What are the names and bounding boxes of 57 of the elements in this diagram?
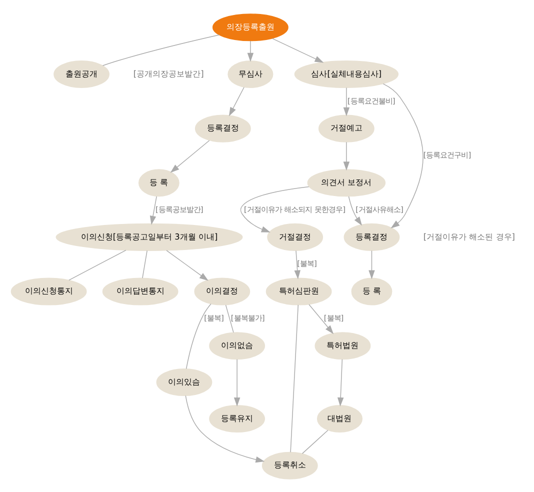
node-ellipse: 무심사: [228, 60, 274, 88]
arrow: [308, 304, 334, 334]
arrow: [247, 40, 254, 62]
edge-label: [등록요건구비]: [423, 150, 472, 160]
arrow: [228, 86, 244, 116]
arrow: [272, 38, 324, 62]
node-ellipse: 출원공개: [54, 60, 110, 88]
node-ellipse: 특허법원: [314, 332, 371, 360]
edge-label: [불복불가]: [230, 313, 265, 322]
edge-label: [거절사유해소]: [356, 204, 404, 214]
node-ellipse: 이의신청통지: [10, 277, 87, 305]
node-ellipse: 거절결정: [267, 222, 324, 250]
connector: [302, 429, 328, 454]
node-ellipse: 등록결정: [344, 222, 400, 250]
arrow: [348, 196, 362, 226]
edge-label: [불복]: [324, 313, 344, 322]
connector: [102, 34, 220, 66]
edge-label: [등록요건불비]: [347, 96, 396, 105]
node-ellipse: 이의답변통지: [102, 277, 178, 305]
arrow: [337, 358, 344, 406]
edge-label: [불복]: [204, 313, 224, 322]
node-ellipse: 등록취소: [262, 451, 318, 479]
node-ellipse: 대법원: [316, 404, 363, 432]
node-ellipse: 거절예고: [318, 114, 374, 142]
edge-label: [거절이유가 해소되지 못한경우]: [244, 204, 346, 214]
arrow: [150, 196, 157, 224]
arrow: [294, 250, 300, 279]
label: [거절이유가 해소된 경우]: [423, 230, 515, 241]
node-ellipse: 등 록: [351, 277, 392, 305]
arrow: [343, 86, 350, 116]
connector: [186, 303, 212, 369]
node-ellipse: 이의있슴: [156, 368, 212, 396]
node-ellipse: 특허심판원: [266, 277, 332, 305]
node-ellipse: 이의신청[등록공고일부터 3개월 이내]: [56, 222, 243, 250]
arrow: [368, 250, 375, 279]
connector: [68, 249, 126, 280]
arrow: [170, 140, 210, 172]
node-ellipse: 의견서 보정서: [307, 168, 386, 196]
node-ellipse: 등록결정: [194, 114, 251, 142]
arrow: [234, 358, 240, 406]
connector: [142, 250, 148, 278]
node-label: [공개의장공보발간]: [133, 68, 204, 78]
connector: [290, 304, 299, 452]
node-ellipse: 등록유지: [209, 404, 266, 432]
connector: [225, 304, 234, 332]
arrow: [343, 141, 350, 170]
node-ellipse: 이의없슴: [209, 332, 266, 360]
edge-label: [등록공보발간]: [155, 204, 204, 214]
arrow: [185, 394, 265, 462]
arrow: [382, 82, 424, 228]
arrow: [166, 250, 208, 280]
edge-label: [불복]: [297, 258, 317, 268]
arrow: [240, 186, 310, 232]
node-ellipse: 등 록: [138, 168, 180, 196]
node-ellipse: 의장등록출원: [212, 13, 288, 41]
node-ellipse: 이의결정: [194, 277, 250, 305]
node-ellipse: 심사[실체내용심사]: [294, 60, 399, 88]
